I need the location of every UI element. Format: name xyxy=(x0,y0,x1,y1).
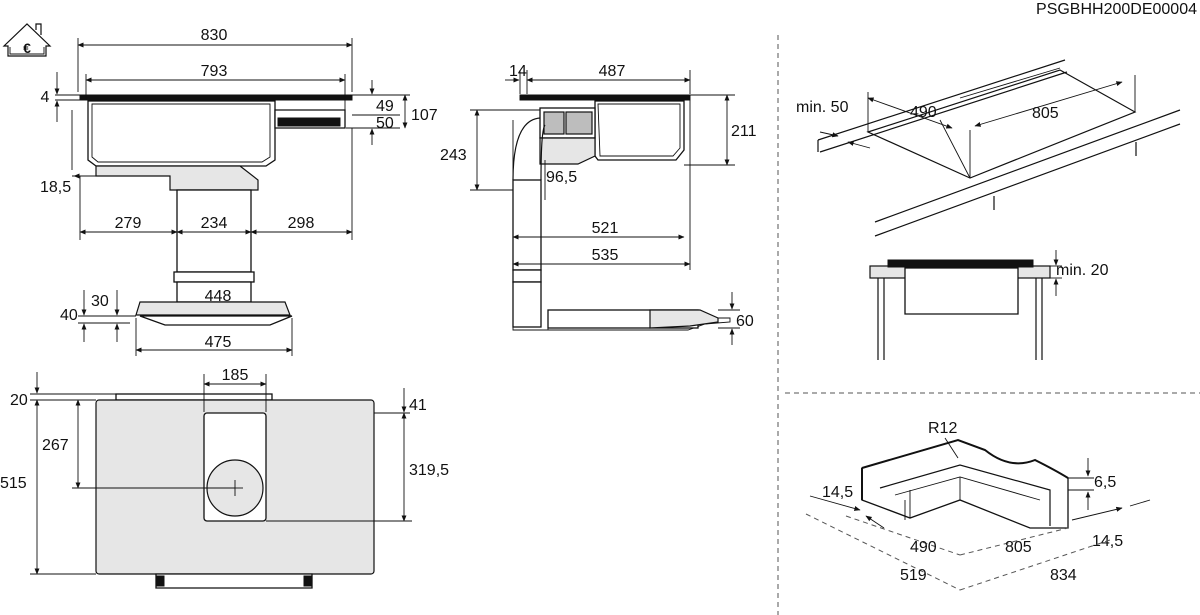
side-view: 830 793 4 49 50 107 18,5 279 234 xyxy=(40,27,438,356)
dim-487: 487 xyxy=(599,63,626,80)
dim-107: 107 xyxy=(411,107,438,124)
dim-4: 4 xyxy=(41,89,50,106)
dim-min-20: min. 20 xyxy=(1056,262,1109,279)
dim-min-50: min. 50 xyxy=(796,99,849,116)
svg-text:€: € xyxy=(23,40,31,56)
worktop-section-view: min. 20 xyxy=(869,250,1109,360)
dim-r12: R12 xyxy=(928,420,957,437)
dim-475: 475 xyxy=(205,334,232,351)
dim-319-5: 319,5 xyxy=(409,462,449,479)
dim-18-5: 18,5 xyxy=(40,179,71,196)
dim-234: 234 xyxy=(201,215,228,232)
dim-211: 211 xyxy=(731,123,757,140)
dim-793: 793 xyxy=(201,63,228,80)
dim-267: 267 xyxy=(42,437,69,454)
dim-448: 448 xyxy=(205,288,232,305)
dim-49: 49 xyxy=(376,98,394,115)
dim-279: 279 xyxy=(115,215,142,232)
dim-298: 298 xyxy=(288,215,315,232)
dim-519: 519 xyxy=(900,567,927,584)
dim-60: 60 xyxy=(736,313,754,330)
dim-805-worktop: 805 xyxy=(1032,105,1059,122)
dim-40: 40 xyxy=(60,307,78,324)
worktop-cutout-view: min. 50 490 805 xyxy=(796,59,1181,237)
dim-41: 41 xyxy=(409,397,427,414)
flush-mount-view: R12 6,5 14,5 14,5 490 805 519 834 xyxy=(805,420,1151,591)
house-energy-icon: € xyxy=(2,23,52,57)
dim-6-5: 6,5 xyxy=(1094,474,1116,491)
dim-830: 830 xyxy=(201,27,228,44)
dim-96-5: 96,5 xyxy=(546,169,577,186)
document-code: PSGBHH200DE00004 xyxy=(1036,1,1197,18)
top-view: 185 20 41 267 515 319,5 xyxy=(0,367,449,589)
dim-535: 535 xyxy=(592,247,619,264)
dim-521: 521 xyxy=(592,220,619,237)
dim-243: 243 xyxy=(440,147,467,164)
dim-14: 14 xyxy=(509,63,527,80)
dim-14-5-left: 14,5 xyxy=(822,484,853,501)
dim-185: 185 xyxy=(222,367,249,384)
dim-50: 50 xyxy=(376,115,394,132)
dim-20: 20 xyxy=(10,392,28,409)
dim-490-worktop: 490 xyxy=(910,104,937,121)
dim-30: 30 xyxy=(91,293,109,310)
depth-view: 14 487 211 243 96,5 521 535 60 xyxy=(440,63,757,345)
dim-515: 515 xyxy=(0,475,27,492)
dim-834: 834 xyxy=(1050,567,1077,584)
dim-490-flush: 490 xyxy=(910,539,937,556)
dim-805-flush: 805 xyxy=(1005,539,1032,556)
dim-14-5-right: 14,5 xyxy=(1092,533,1123,550)
